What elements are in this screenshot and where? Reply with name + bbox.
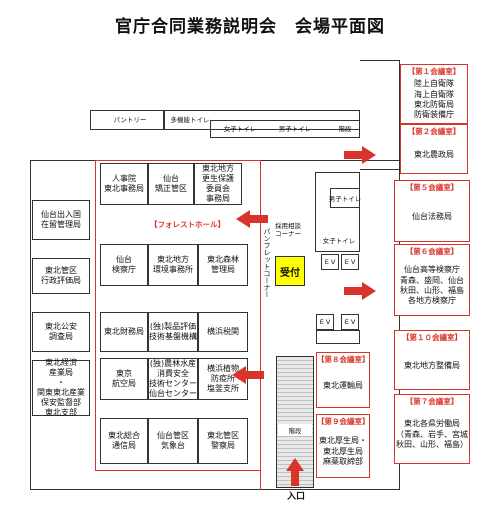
men-toilet-top-label: 男子トイレ — [278, 125, 312, 133]
booth-sogo-tsushin: 東北総合 通信局 — [100, 418, 148, 464]
room-1-title: 【第１会議室】 — [407, 67, 461, 76]
booth-keisatsu: 東北管区 警察局 — [198, 418, 248, 464]
room-7-body: 東北各県労働局 （青森、岩手、宮城 秋田、山形、福島） — [396, 419, 468, 450]
booth-zaimu: 東北財務局 — [100, 312, 148, 352]
room-8-body: 東北運輸局 — [323, 380, 363, 390]
booth-norin-center: (独)農林水産 消費安全 技術センター 仙台センター — [148, 358, 198, 400]
stairs-top-label: 階段 — [338, 125, 352, 133]
room-5: 【第５会議室】 仙台法務局 — [394, 180, 470, 242]
booth-kouan: 東北公安 調査局 — [32, 312, 90, 352]
booth-sendai-kensatsu: 仙台 検察庁 — [100, 244, 148, 286]
pantry-divider — [163, 110, 165, 130]
room-2-title: 【第２会議室】 — [407, 127, 461, 136]
room-9-body: 東北厚生局・ 東北厚生局 麻薬取締部 — [319, 436, 367, 467]
ev-lower-1: E V — [316, 314, 334, 330]
booth-gyosei-hyoka: 東北管区 行政評価局 — [32, 258, 90, 294]
pamphlet-corner-label: パンフレットコーナー — [263, 228, 271, 298]
pantry-label: パントリー — [113, 116, 147, 124]
room-1-body: 陸上自衛隊 海上自衛隊 東北防衛局 防衛装備庁 — [414, 79, 454, 120]
stairs-bottom-label: 階段 — [278, 424, 312, 436]
forest-hall-boundary-bottom — [95, 470, 260, 471]
entrance-label: 入口 — [286, 492, 305, 502]
top-row-box — [210, 120, 360, 138]
forest-hall-boundary-right — [260, 160, 261, 490]
ev-upper-2: E V — [341, 254, 359, 270]
booth-jinjiin: 人事院 東北事務局 — [100, 163, 148, 205]
booth-kankyo: 東北地方 環境事務所 — [148, 244, 198, 286]
room-10-title: 【第１０会議室】 — [402, 333, 462, 342]
forest-hall-label: 【フォレストホール】 — [150, 220, 225, 229]
men-toilet-center-label: 男子トイレ — [328, 195, 362, 203]
forest-hall-boundary-top — [95, 160, 260, 161]
ev-lower-2: E V — [341, 314, 359, 330]
women-toilet-center-label: 女子トイレ — [322, 237, 356, 245]
room-5-body: 仙台法務局 — [412, 211, 452, 221]
room-2-body: 東北農政局 — [414, 149, 454, 159]
room-7-title: 【第７会議室】 — [405, 397, 459, 406]
room-7: 【第７会議室】 東北各県労働局 （青森、岩手、宮城 秋田、山形、福島） — [394, 394, 470, 464]
consult-corner-label: 採用相談 コーナー — [275, 222, 301, 238]
center-toilet-inner — [330, 188, 360, 208]
center-toilet-block — [315, 172, 360, 252]
room-1: 【第１会議室】 陸上自衛隊 海上自衛隊 東北防衛局 防衛装備庁 — [400, 64, 468, 124]
arrow-entrance-up — [286, 458, 304, 486]
cleaning-label: 多機能トイレ — [170, 116, 210, 124]
room-9-title: 【第９会議室】 — [317, 417, 370, 426]
room-9: 【第９会議室】 東北厚生局・ 東北厚生局 麻薬取締部 — [316, 414, 370, 478]
building-outline-right-top — [360, 60, 400, 170]
forest-hall-boundary-left — [95, 160, 96, 470]
arrow-to-forest-hall-upper — [236, 210, 268, 228]
booth-keizai: 東北経済 産業局 ・ 関東東北産業 保安監督部 東北支部 — [32, 358, 90, 417]
booth-shinrin: 東北森林 管理局 — [198, 244, 248, 286]
room-6-body: 仙台高等検察庁 青森、盛岡、仙台 秋田、山形、福島 各地方検察庁 — [400, 265, 464, 306]
booth-sendai-kyosei: 仙台 矯正管区 — [148, 163, 194, 205]
page-title: 官庁合同業務説明会 会場平面図 — [115, 17, 385, 37]
women-toilet-top-label: 女子トイレ — [223, 125, 257, 133]
reception-desk: 受付 — [275, 256, 305, 286]
room-5-title: 【第５会議室】 — [405, 183, 459, 192]
room-10: 【第１０会議室】 東北地方整備局 — [394, 330, 470, 390]
booth-sendai-immigration: 仙台出入国 在留管理局 — [32, 200, 90, 240]
arrow-to-room-6 — [344, 282, 376, 300]
arrow-to-room-2 — [344, 146, 376, 164]
room-6-title: 【第６会議室】 — [405, 247, 459, 256]
room-6: 【第６会議室】 仙台高等検察庁 青森、盛岡、仙台 秋田、山形、福島 各地方検察庁 — [394, 244, 470, 316]
room-8: 【第８会議室】 東北運輸局 — [316, 352, 370, 408]
booth-seihin-hyoka: (独)製品評価 技術基盤機構 — [148, 312, 198, 352]
ev-lower-shaft — [316, 330, 360, 344]
booth-yokohama-zeikan: 横浜税関 — [198, 312, 248, 352]
room-2: 【第２会議室】 東北農政局 — [400, 124, 468, 174]
arrow-to-forest-hall-lower — [232, 366, 264, 384]
booth-koku: 東京 航空局 — [100, 358, 148, 400]
booth-kishodai: 仙台管区 気象台 — [148, 418, 198, 464]
booth-kosei-hogo: 東北地方 更生保護 委員会 事務局 — [194, 163, 242, 205]
room-8-title: 【第８会議室】 — [317, 355, 370, 364]
ev-upper-1: E V — [321, 254, 339, 270]
room-10-body: 東北地方整備局 — [404, 360, 460, 370]
